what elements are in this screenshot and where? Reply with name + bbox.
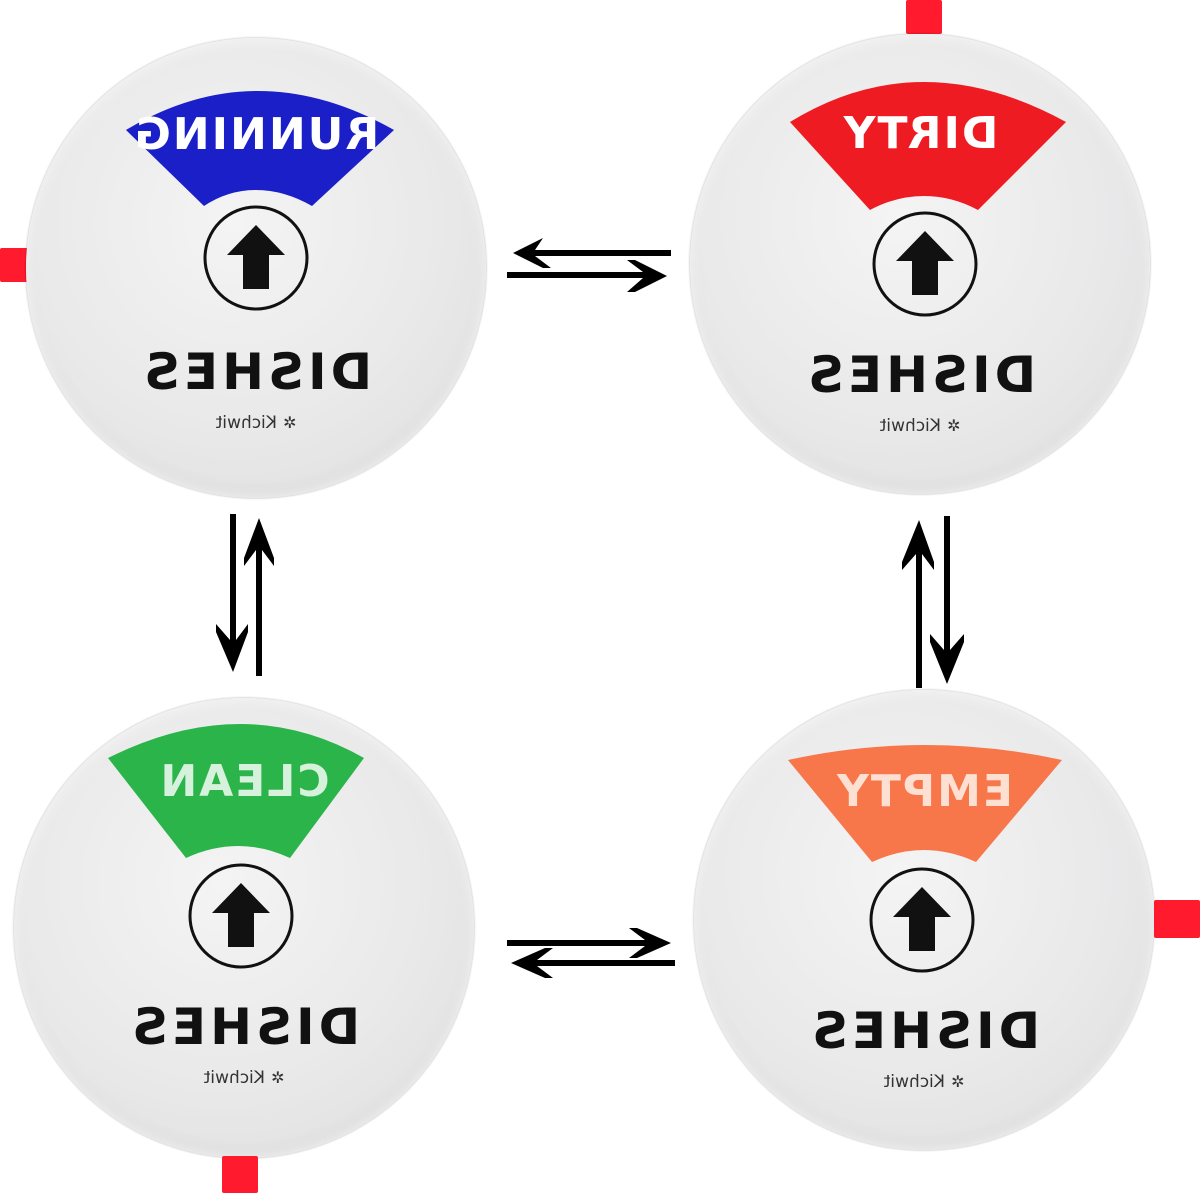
status-sign-running: RUNNING DISHES ✲Kichwit — [26, 38, 486, 498]
slider-tab — [906, 0, 942, 34]
pinwheel-logo-icon: ✲ — [270, 1068, 285, 1087]
pinwheel-logo-icon: ✲ — [946, 416, 961, 435]
brand-label: ✲Kichwit — [879, 416, 961, 436]
dishes-label: DISHES — [139, 343, 373, 401]
bidirectional-arrows-icon — [507, 234, 671, 292]
up-arrow-icon — [188, 863, 294, 969]
brand-label: ✲Kichwit — [215, 413, 297, 433]
status-label: CLEAN — [158, 756, 330, 807]
dishes-label: DISHES — [807, 1002, 1041, 1060]
slider-tab — [0, 248, 30, 282]
brand-label: ✲Kichwit — [203, 1068, 285, 1088]
slider-tab — [222, 1156, 258, 1193]
status-sign-clean: CLEAN DISHES ✲Kichwit — [14, 698, 474, 1158]
up-arrow-icon — [869, 867, 975, 973]
status-window — [788, 745, 1062, 862]
status-sign-empty: EMPTY DISHES ✲Kichwit — [694, 690, 1154, 1150]
status-window — [126, 91, 394, 206]
dishes-label: DISHES — [127, 998, 361, 1056]
status-label: DIRTY — [841, 108, 999, 159]
status-label: EMPTY — [835, 766, 1013, 817]
status-label: RUNNING — [132, 109, 380, 160]
status-window — [108, 724, 364, 858]
status-sign-dirty: DIRTY DISHES ✲Kichwit — [690, 34, 1150, 494]
slider-tab — [1154, 900, 1200, 938]
dishes-label: DISHES — [803, 346, 1037, 404]
up-arrow-icon — [203, 205, 309, 311]
bidirectional-arrows-icon — [507, 928, 675, 978]
pinwheel-logo-icon: ✲ — [950, 1072, 965, 1091]
brand-label: ✲Kichwit — [883, 1072, 965, 1092]
up-arrow-icon — [872, 211, 978, 317]
pinwheel-logo-icon: ✲ — [282, 413, 297, 432]
bidirectional-arrows-icon — [216, 514, 274, 676]
status-window — [790, 82, 1066, 210]
bidirectional-arrows-icon — [902, 516, 964, 688]
